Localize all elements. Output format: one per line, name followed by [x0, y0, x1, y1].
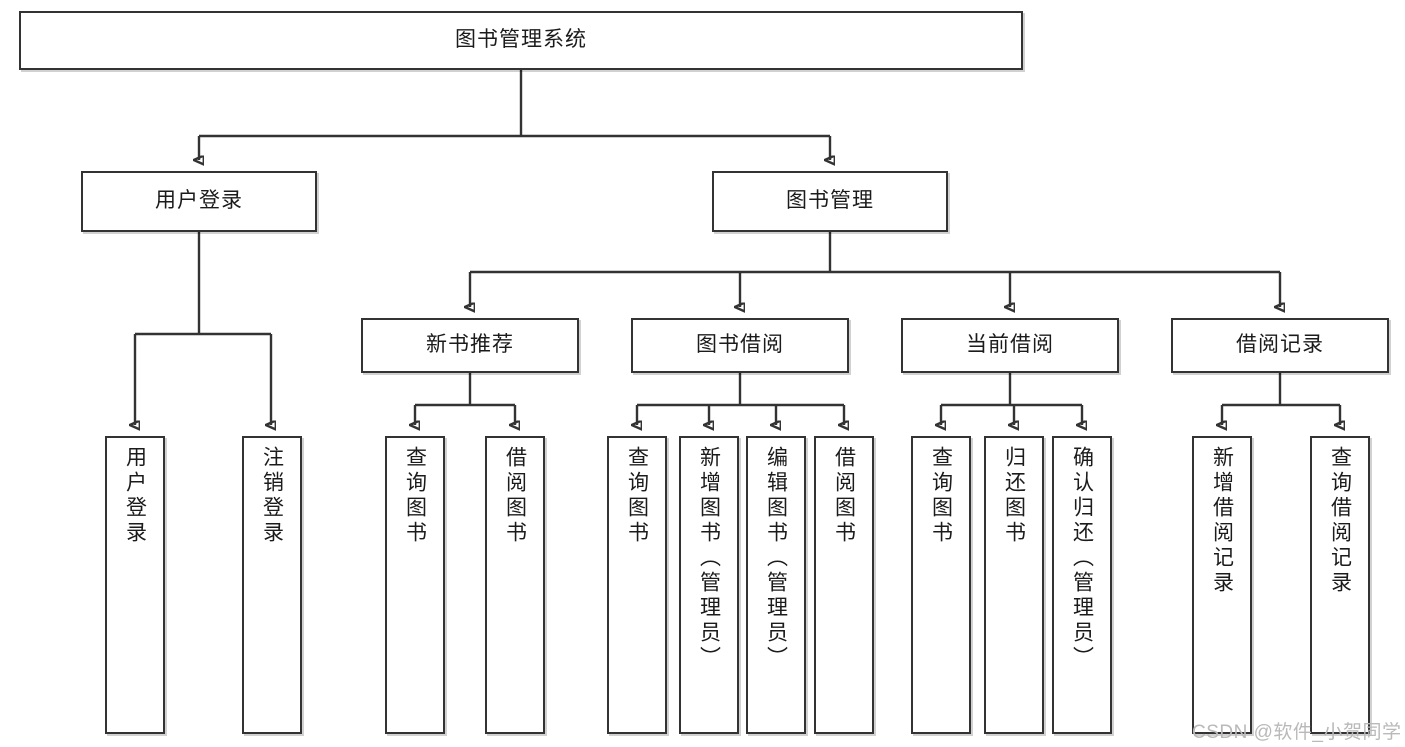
- leaf-borrow-book-recommend[interactable]: 借阅图书: [485, 436, 545, 734]
- leaf-label: 查询图书: [625, 446, 649, 546]
- leaf-label: 查询借阅记录: [1328, 446, 1352, 596]
- leaf-label: 新增图书（管理员）: [697, 446, 721, 671]
- leaf-user-login[interactable]: 用户登录: [105, 436, 165, 734]
- leaf-edit-book-admin[interactable]: 编辑图书（管理员）: [746, 436, 806, 734]
- node-book-borrow[interactable]: 图书借阅: [631, 318, 849, 373]
- leaf-query-book-borrow[interactable]: 查询图书: [607, 436, 667, 734]
- leaf-borrow-book[interactable]: 借阅图书: [814, 436, 874, 734]
- node-label: 用户登录: [155, 189, 243, 213]
- leaf-label: 查询图书: [929, 446, 953, 546]
- leaf-return-book[interactable]: 归还图书: [984, 436, 1044, 734]
- leaf-query-book-current[interactable]: 查询图书: [911, 436, 971, 734]
- node-borrow-record[interactable]: 借阅记录: [1171, 318, 1389, 373]
- node-label: 借阅记录: [1236, 333, 1324, 357]
- leaf-confirm-return-admin[interactable]: 确认归还（管理员）: [1052, 436, 1112, 734]
- node-new-book-recommend[interactable]: 新书推荐: [361, 318, 579, 373]
- leaf-label: 注销登录: [260, 446, 284, 546]
- leaf-label: 编辑图书（管理员）: [764, 446, 788, 671]
- leaf-label: 确认归还（管理员）: [1070, 446, 1094, 671]
- leaf-label: 借阅图书: [832, 446, 856, 546]
- leaf-add-borrow-record[interactable]: 新增借阅记录: [1192, 436, 1252, 734]
- leaf-add-book-admin[interactable]: 新增图书（管理员）: [679, 436, 739, 734]
- node-label: 图书借阅: [696, 333, 784, 357]
- leaf-query-borrow-record[interactable]: 查询借阅记录: [1310, 436, 1370, 734]
- node-label: 图书管理系统: [455, 28, 587, 52]
- node-label: 新书推荐: [426, 333, 514, 357]
- node-current-borrow[interactable]: 当前借阅: [901, 318, 1119, 373]
- node-book-manage[interactable]: 图书管理: [712, 171, 948, 232]
- node-user-login[interactable]: 用户登录: [81, 171, 317, 232]
- leaf-label: 借阅图书: [503, 446, 527, 546]
- leaf-query-book-recommend[interactable]: 查询图书: [385, 436, 445, 734]
- node-label: 图书管理: [786, 189, 874, 213]
- leaf-label: 新增借阅记录: [1210, 446, 1234, 596]
- leaf-logout-login[interactable]: 注销登录: [242, 436, 302, 734]
- leaf-label: 用户登录: [123, 446, 147, 546]
- leaf-label: 归还图书: [1002, 446, 1026, 546]
- leaf-label: 查询图书: [403, 446, 427, 546]
- node-root-system[interactable]: 图书管理系统: [19, 11, 1023, 70]
- node-label: 当前借阅: [966, 333, 1054, 357]
